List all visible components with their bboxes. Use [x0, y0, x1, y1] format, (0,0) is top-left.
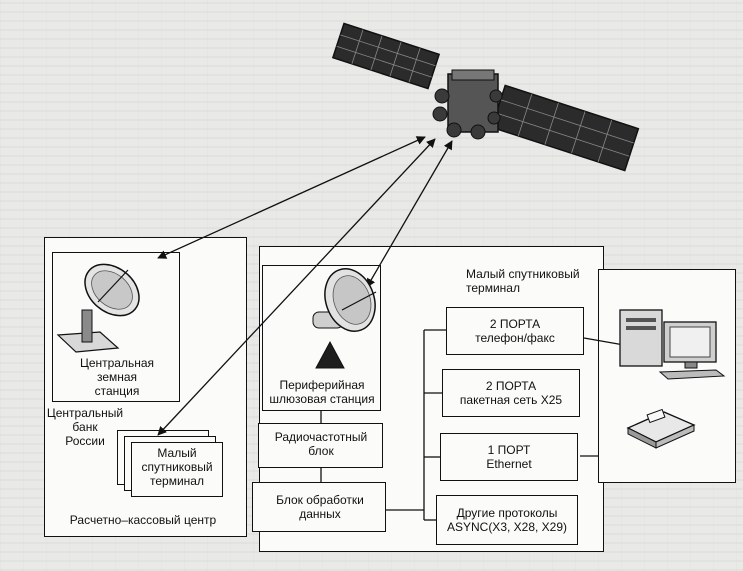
port-other-box — [436, 495, 578, 545]
small-terminal-main-label: Малый спутниковый терминал — [466, 267, 580, 295]
port-other-label: Другие протоколы ASYNC(X3, X28, X29) — [446, 506, 568, 534]
data-block-box — [252, 482, 386, 532]
port-ethernet-label: 1 ПОРТ Ethernet — [486, 443, 532, 471]
port-x25-label: 2 ПОРТА пакетная сеть X25 — [459, 379, 563, 407]
gateway-station-label: Периферийная шлюзовая станция — [269, 378, 375, 406]
small-terminal-left-label: Малый спутниковый терминал — [141, 446, 213, 488]
satellite-dish-icon — [56, 263, 140, 353]
fax-machine-icon — [626, 408, 696, 449]
small-terminal-left-box — [131, 442, 223, 497]
central-bank-label: Центральный банк России — [46, 406, 124, 448]
data-block-label: Блок обработки данных — [276, 493, 364, 521]
port-ethernet-box — [440, 433, 578, 481]
rf-block-label: Радиочастотный блок — [274, 430, 368, 458]
satellite-icon — [331, 22, 640, 172]
port-phone-label: 2 ПОРТА телефон/факс — [475, 317, 555, 345]
satellite-dish-icon — [312, 268, 377, 369]
port-phone-box — [446, 307, 584, 355]
port-x25-box — [442, 369, 580, 417]
desktop-computer-icon — [619, 309, 726, 380]
central-station-label: Центральная земная станция — [79, 356, 155, 398]
cash-center-label: Расчетно–кассовый центр — [69, 513, 217, 527]
